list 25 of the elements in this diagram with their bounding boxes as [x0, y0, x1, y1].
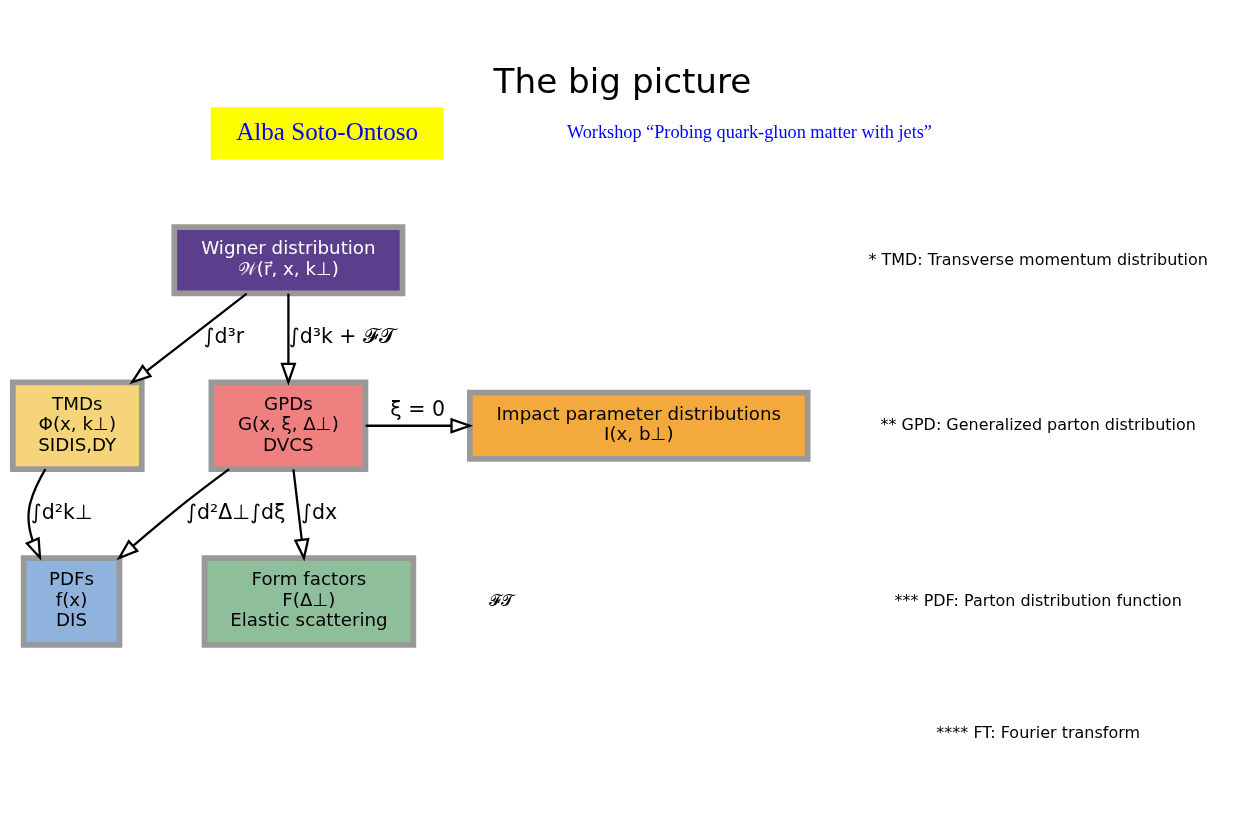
- label: * TMD: Transverse momentum distribution: [868, 249, 1208, 268]
- node-box: PDFs f(x) DIS: [20, 554, 123, 648]
- edge-label: ∫d²k⊥: [31, 499, 93, 524]
- edge-label: ∫d³r: [203, 323, 245, 348]
- arrow: [129, 292, 248, 384]
- diagram-title: The big picture: [493, 60, 752, 101]
- label: Alba Soto-Ontoso: [236, 117, 419, 145]
- arrow: [116, 467, 230, 560]
- label: **** FT: Fourier transform: [936, 722, 1141, 742]
- node-box: Impact parameter distributions I(x, b⊥): [467, 389, 811, 462]
- node-box: Wigner distribution 𝒲(r⃗, x, k⊥): [171, 223, 406, 296]
- arrow: [292, 468, 310, 561]
- edge-label: ∫dx: [301, 499, 338, 524]
- edge-label: ∫d³k + 𝓕𝓣: [288, 323, 396, 348]
- edge-label: ∫d²Δ⊥∫dξ: [186, 499, 286, 524]
- arrow: [365, 417, 474, 434]
- node-box: Form factors F(Δ⊥) Elastic scattering: [201, 554, 417, 648]
- arrow: [280, 293, 297, 386]
- label: *** PDF: Parton distribution function: [894, 590, 1182, 610]
- arrow: [24, 468, 47, 561]
- node-box: GPDs G(x, ξ, Δ⊥) DVCS: [208, 379, 369, 472]
- label: Workshop “Probing quark-gluon matter with jets”: [566, 121, 932, 142]
- edge-label: ξ = 0: [390, 396, 446, 421]
- label: ** GPD: Generalized parton distribution: [880, 414, 1196, 434]
- node-box: TMDs Φ(x, k⊥) SIDIS,DY: [9, 379, 145, 472]
